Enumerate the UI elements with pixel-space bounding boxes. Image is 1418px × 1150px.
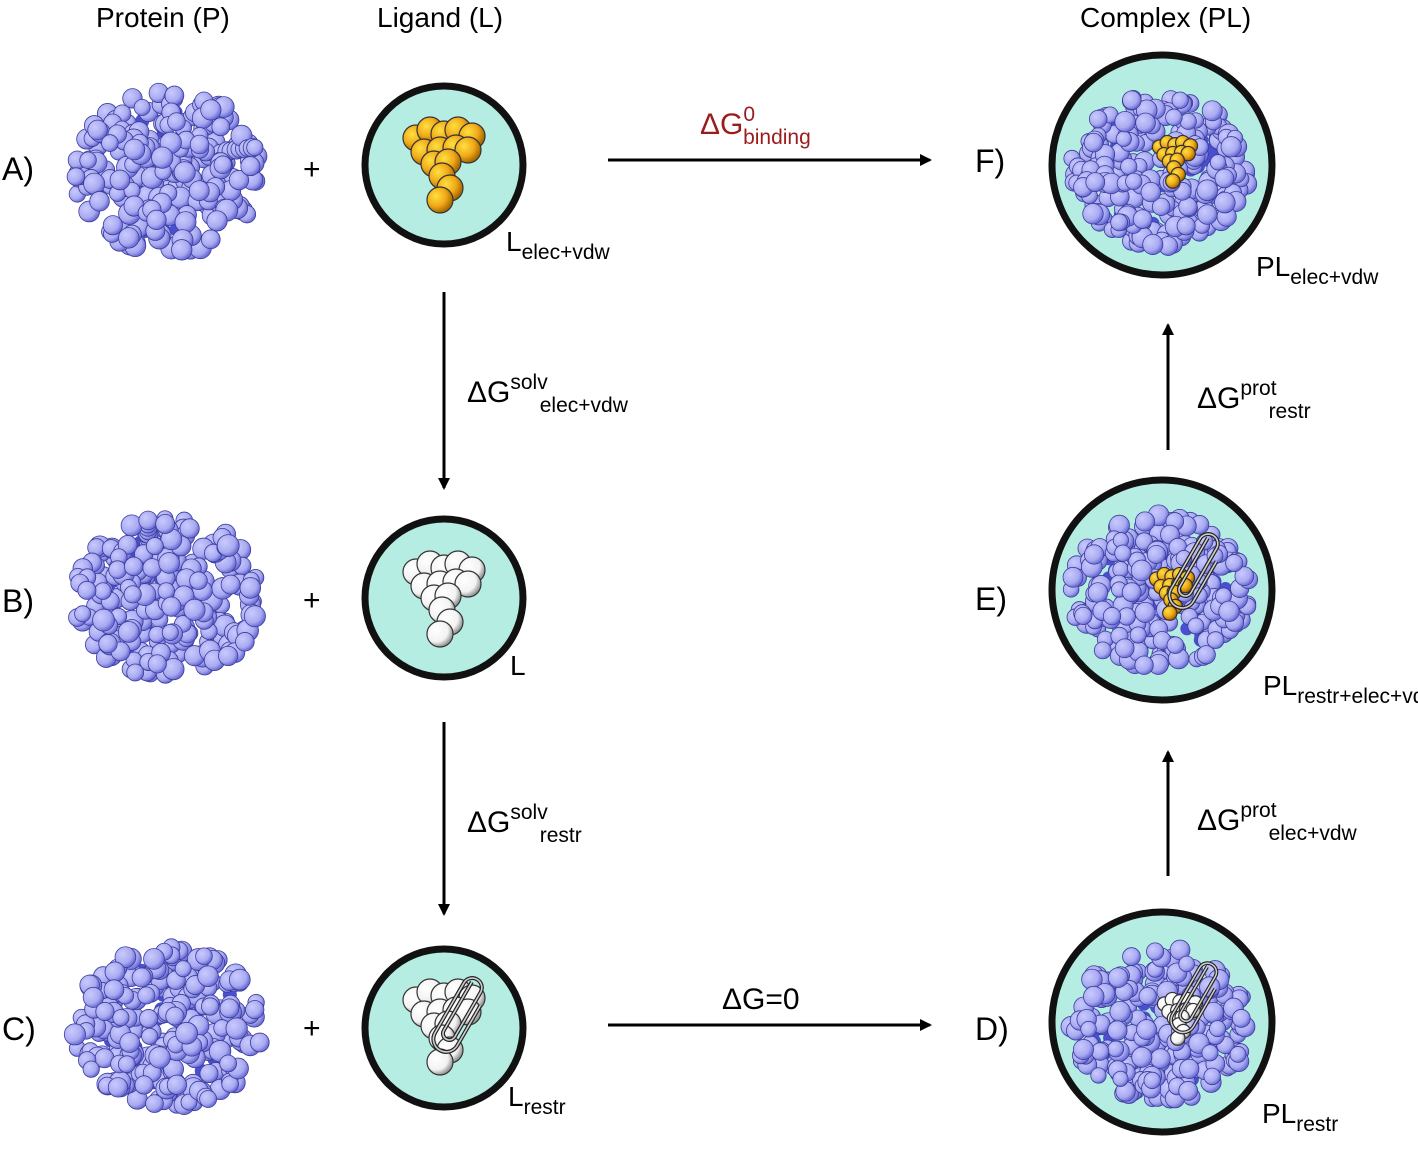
paperclip-restraint-c-icon	[431, 976, 484, 1054]
energy-label-solv-restr: ΔGsolvrestr	[467, 801, 582, 847]
ligand-f-bound-icon	[1151, 134, 1199, 189]
ligand-b-neutral-icon	[402, 550, 486, 648]
header-ligand: Ligand (L)	[377, 2, 504, 33]
state-label-pl-elec-vdw: PLelec+vdw	[1256, 251, 1379, 289]
header-protein: Protein (P)	[96, 2, 230, 33]
energy-label-prot-restr: ΔGprotrestr	[1197, 377, 1311, 423]
state-label-pl-restr-elec-vdw: PLrestr+elec+vdw	[1263, 670, 1418, 708]
state-label-l-elec-vdw: Lelec+vdw	[506, 226, 610, 264]
energy-label-prot-elec-vdw: ΔGprotelec+vdw	[1197, 799, 1357, 845]
paperclip-restraint-e-icon	[1167, 532, 1220, 610]
header-complex: Complex (PL)	[1080, 2, 1252, 33]
paperclip-restraint-d-icon	[1169, 961, 1219, 1035]
row-label-d: D)	[975, 1011, 1009, 1047]
row-label-e: E)	[975, 581, 1007, 617]
plus-sign-c: +	[303, 1012, 321, 1045]
energy-label-zero: ΔG=0	[722, 983, 800, 1016]
protein-c-spacefill-icon	[63, 938, 270, 1115]
plus-sign-b: +	[303, 584, 321, 617]
state-label-l: L	[510, 650, 526, 681]
protein-a-spacefill-icon	[66, 82, 268, 261]
state-label-l-restr: Lrestr	[508, 1081, 566, 1119]
state-label-pl-restr: PLrestr	[1262, 1098, 1339, 1136]
row-label-c: C)	[2, 1011, 36, 1047]
row-label-b: B)	[2, 583, 34, 619]
plus-sign-a: +	[303, 153, 321, 186]
energy-label-solv-elec-vdw: ΔGsolvelec+vdw	[467, 371, 628, 417]
row-label-f: F)	[975, 143, 1006, 179]
protein-d-complex-icon	[1060, 939, 1256, 1109]
energy-label-binding: ΔG0binding	[700, 103, 811, 149]
protein-b-spacefill-icon	[68, 510, 266, 684]
ligand-a-charged-icon	[402, 116, 486, 214]
row-label-a: A)	[2, 151, 34, 187]
